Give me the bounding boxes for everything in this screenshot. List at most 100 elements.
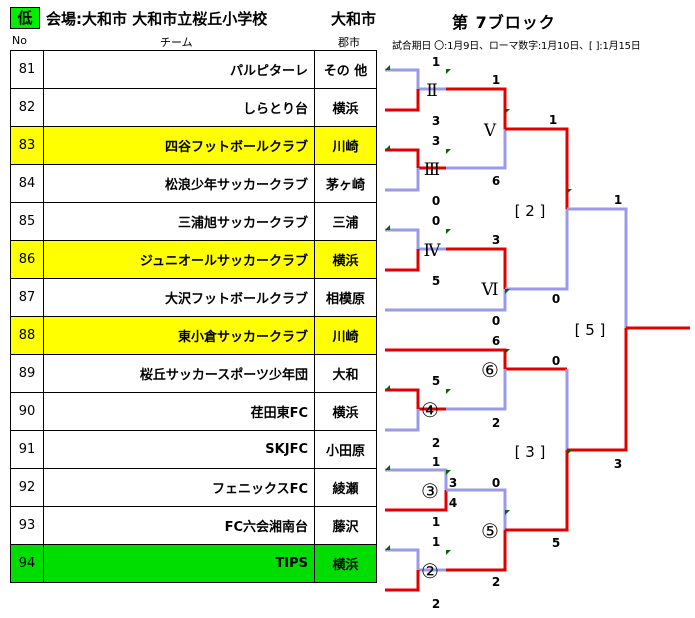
block-title: 第 7ブロック <box>452 13 556 32</box>
team-area: 相模原 <box>314 278 377 317</box>
score: 4 <box>449 496 457 510</box>
bracket-line <box>567 328 628 452</box>
score: 1 <box>492 73 500 87</box>
score: 2 <box>432 597 440 611</box>
team-name: 荏田東FC <box>43 392 315 431</box>
team-number: 83 <box>10 126 44 165</box>
score: 5 <box>552 536 560 550</box>
team-area: 小田原 <box>314 430 377 469</box>
score: 0 <box>492 314 500 328</box>
score: 1 <box>432 55 440 69</box>
team-number: 87 <box>10 278 44 317</box>
score: 5 <box>432 274 440 288</box>
bracket-line <box>567 207 628 328</box>
bracket-line <box>385 570 420 592</box>
score: 3 <box>492 233 500 247</box>
bracket-line <box>385 490 448 512</box>
venue-city: 大和市 <box>331 10 377 28</box>
team-area: 三浦 <box>314 202 377 241</box>
match-marker <box>446 470 451 475</box>
team-area: その 他 <box>314 50 377 89</box>
match-marker <box>505 510 510 515</box>
bracket-line <box>385 409 420 432</box>
team-area: 横浜 <box>314 544 377 583</box>
team-area: 綾瀬 <box>314 468 377 507</box>
column-header-team: チーム <box>160 36 193 49</box>
bracket-line <box>385 548 446 572</box>
score: 1 <box>432 515 440 529</box>
score: 0 <box>432 194 440 208</box>
score: 3 <box>432 134 440 148</box>
score: 0 <box>432 214 440 228</box>
team-name: 大沢フットボールクラブ <box>43 278 315 317</box>
score: 6 <box>492 174 500 188</box>
match-label-3: ③ <box>421 479 439 503</box>
match-label-II: Ⅱ <box>426 81 438 101</box>
team-area: 横浜 <box>314 240 377 279</box>
team-name: ジュニオールサッカークラブ <box>43 240 315 279</box>
bracket-line <box>446 247 507 289</box>
bracket-line <box>385 168 420 192</box>
team-number: 90 <box>10 392 44 431</box>
match-label-5: ⑤ <box>481 519 499 543</box>
score: 1 <box>614 193 622 207</box>
team-name: FC六会湘南台 <box>43 506 315 545</box>
score: 0 <box>492 476 500 490</box>
match-label-4: ④ <box>421 398 439 422</box>
team-name: 桜丘サッカースポーツ少年団 <box>43 354 315 393</box>
team-area: 茅ヶ崎 <box>314 164 377 203</box>
column-header-no: No <box>12 34 27 47</box>
match-label-2: ② <box>421 559 439 583</box>
match-marker <box>446 389 451 394</box>
match-marker <box>385 545 390 550</box>
score: 1 <box>432 535 440 549</box>
team-number: 81 <box>10 50 44 89</box>
bracket-line <box>505 127 569 209</box>
team-area: 川崎 <box>314 126 377 165</box>
match-marker <box>446 69 451 74</box>
match-label-6: ⑥ <box>481 358 499 382</box>
bracket-line <box>385 228 446 251</box>
team-name: 三浦旭サッカークラブ <box>43 202 315 241</box>
bracket-line <box>385 388 446 411</box>
team-area: 横浜 <box>314 392 377 431</box>
team-number: 84 <box>10 164 44 203</box>
match-label-V: Ⅴ <box>483 121 497 141</box>
match-marker <box>505 109 510 114</box>
score: 5 <box>432 374 440 388</box>
bracket-line <box>446 530 507 572</box>
bracket-line <box>446 129 507 170</box>
score: 3 <box>614 457 622 471</box>
bracket-line <box>385 289 507 312</box>
level-badge: 低 <box>10 7 40 29</box>
score: 3 <box>432 114 440 128</box>
team-number: 89 <box>10 354 44 393</box>
team-name: 四谷フットボールクラブ <box>43 126 315 165</box>
bracket-line <box>446 87 507 129</box>
column-header-area: 郡市 <box>338 36 360 49</box>
match-marker <box>385 385 390 390</box>
match-marker <box>385 65 390 70</box>
team-name: 東小倉サッカークラブ <box>43 316 315 355</box>
score: 0 <box>552 354 560 368</box>
score: 2 <box>432 436 440 450</box>
bracket-line <box>446 488 507 530</box>
score: 1 <box>549 113 557 127</box>
team-area: 大和 <box>314 354 377 393</box>
bracket-line <box>385 89 420 112</box>
score: 2 <box>492 416 500 430</box>
match-label-b3: [ 3 ] <box>515 443 546 461</box>
match-marker <box>505 289 510 294</box>
